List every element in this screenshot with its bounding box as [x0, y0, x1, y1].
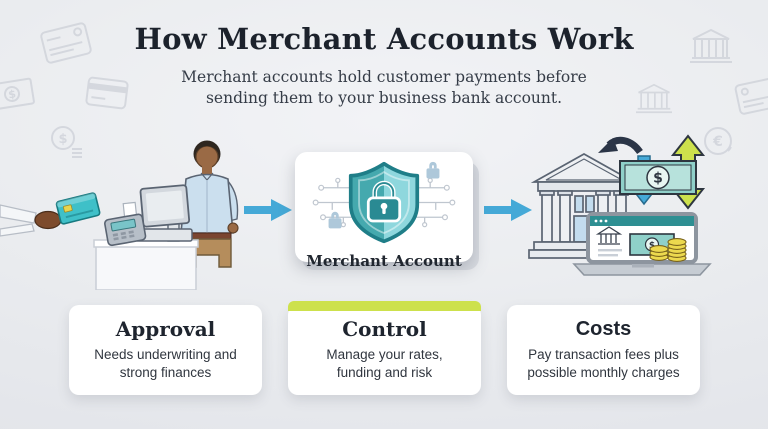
checkout-scene-icon	[0, 140, 239, 291]
arrow-right-icon	[484, 197, 532, 223]
card-body: Needs underwriting and strong finances	[94, 347, 237, 380]
info-card-costs: Costs Pay transaction fees plus possible…	[507, 305, 700, 395]
svg-text:$: $	[653, 171, 663, 187]
header: How Merchant Accounts Work Merchant acco…	[0, 22, 768, 110]
card-accent-bar	[288, 301, 481, 311]
svg-text:$: $	[649, 241, 655, 251]
bank-scene-illustration: $ $	[528, 128, 768, 290]
card-body: Manage your rates, funding and risk	[326, 347, 443, 380]
checkout-scene-illustration	[0, 133, 240, 291]
card-heading: Control	[342, 317, 427, 341]
page-title: How Merchant Accounts Work	[134, 22, 634, 56]
arrow-right-icon	[244, 197, 292, 223]
subtitle-line: sending them to your business bank accou…	[205, 89, 563, 108]
subtitle-line: Merchant accounts hold customer payments…	[181, 68, 587, 86]
bank-scene-icon: $ $	[528, 134, 712, 276]
card-heading: Approval	[115, 317, 216, 341]
card-heading: Costs	[575, 318, 632, 340]
merchant-account-label: Merchant Account	[306, 252, 462, 270]
page-subtitle: Merchant accounts hold customer payments…	[0, 67, 768, 110]
info-card-control: Control Manage your rates, funding and r…	[288, 301, 481, 395]
merchant-account-card: Merchant Account	[295, 152, 479, 270]
info-card-approval: Approval Needs underwriting and strong f…	[69, 305, 262, 395]
shield-lock-icon	[304, 160, 464, 250]
card-body: Pay transaction fees plus possible month…	[527, 347, 680, 380]
